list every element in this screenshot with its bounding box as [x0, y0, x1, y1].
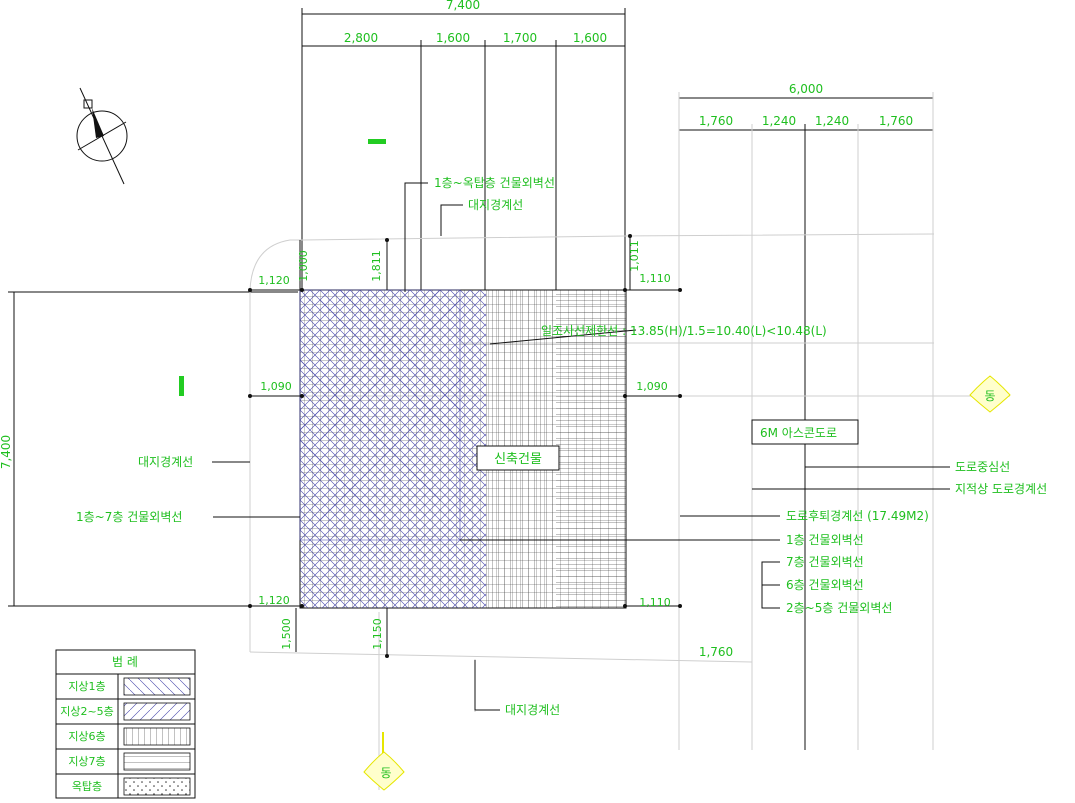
legend-swatch-2 [123, 702, 191, 721]
dim-right-seg3: 1,240 [815, 114, 849, 128]
north-compass-icon [76, 87, 128, 185]
legend-swatch-3 [123, 727, 191, 746]
label-road-center: 도로중심선 [955, 460, 1010, 474]
label-floor7: 7층 건물외벽선 [786, 555, 864, 569]
label-site-bottom: 대지경계선 [505, 703, 560, 717]
dim-small-tl-v: 1,000 [297, 250, 310, 282]
dim-top-seg3: 1,700 [503, 31, 537, 45]
left-dimensions: 7,400 [0, 291, 298, 607]
legend-row-5: 옥탑층 [72, 780, 102, 793]
label-floor2-5: 2층~5층 건물외벽선 [786, 601, 892, 615]
legend-title: 범 례 [112, 655, 138, 669]
legend-row-2: 지상2~5층 [60, 705, 114, 718]
dim-left-total: 7,400 [0, 435, 13, 469]
label-south: 동 [380, 766, 391, 780]
east-marker-icon: 동 [969, 375, 1011, 413]
label-road-boundary: 지적상 도로경계선 [955, 482, 1047, 496]
building-dimension-ticks [248, 234, 682, 658]
dim-right-total: 6,000 [789, 82, 823, 96]
label-wall-1-7: 1층~7층 건물외벽선 [76, 510, 182, 524]
dim-right-seg4: 1,760 [879, 114, 913, 128]
label-site-top: 대지경계선 [468, 198, 523, 212]
dim-small-t-v: 1,811 [370, 250, 383, 282]
label-east: 동 [984, 389, 995, 403]
dim-right-seg2: 1,240 [762, 114, 796, 128]
label-roof-line: 1층~옥탑층 건물외벽선 [434, 176, 555, 190]
dim-top-seg4: 1,600 [573, 31, 607, 45]
dim-top-seg2: 1,600 [436, 31, 470, 45]
new-building-tag [476, 445, 560, 471]
dim-small-bl: 1,120 [258, 594, 290, 607]
leaders [212, 182, 950, 711]
green-mark-left [179, 376, 184, 396]
label-road-6m: 6M 아스콘도로 [760, 426, 837, 440]
label-floor6: 6층 건물외벽선 [786, 578, 864, 592]
green-mark-top [368, 139, 386, 144]
dim-small-br: 1,110 [639, 596, 671, 609]
label-new-building: 신축건물 [494, 452, 542, 467]
dim-small-b-v1: 1,500 [280, 618, 293, 650]
legend-swatch-4 [123, 752, 191, 771]
dim-small-r-mid: 1,090 [636, 380, 668, 393]
dim-small-tl-top: 1,120 [258, 274, 290, 287]
legend-row-1: 지상1층 [68, 680, 105, 693]
dim-small-tr-v: 1,011 [628, 240, 641, 272]
dim-small-b-right: 1,760 [699, 645, 733, 659]
dim-right-seg1: 1,760 [699, 114, 733, 128]
dim-small-l-mid: 1,090 [260, 380, 292, 393]
legend: 범 례 지상1층 지상2~5층 지상6층 지상7층 옥탑층 [55, 649, 196, 799]
dim-small-tr-h: 1,110 [639, 272, 671, 285]
building-footprint [299, 289, 627, 609]
dim-small-b-v2: 1,150 [371, 618, 384, 650]
south-marker-icon: 동 [363, 732, 405, 791]
dim-top-seg1: 2,800 [344, 31, 378, 45]
top-dimensions: 7,400 2,800 1,600 1,700 1,600 [301, 0, 626, 290]
legend-swatch-5 [123, 777, 191, 796]
legend-row-3: 지상6층 [68, 730, 105, 743]
dim-top-total: 7,400 [446, 0, 480, 12]
label-road-after: 도로후퇴경계선 (17.49M2) [786, 509, 929, 523]
label-floor1: 1층 건물외벽선 [786, 533, 864, 547]
label-slant-limit: 일조사선제한선 : 13.85(H)/1.5=10.40(L)<10.48(L) [541, 324, 827, 338]
legend-row-4: 지상7층 [68, 755, 105, 768]
label-site-left: 대지경계선 [138, 455, 193, 469]
legend-swatch-1 [123, 677, 191, 696]
